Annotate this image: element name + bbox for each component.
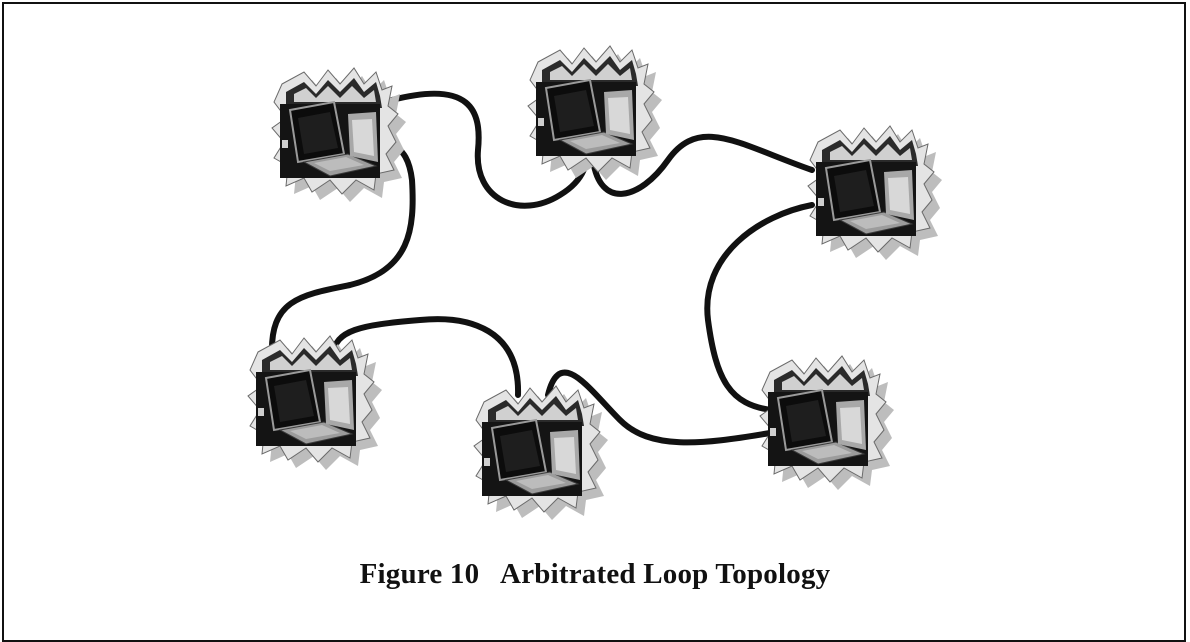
laptop-computer-icon [807, 125, 943, 261]
loop-cables [268, 90, 815, 446]
node-1 [271, 67, 407, 203]
node-2 [527, 45, 663, 181]
cable-4-1 [268, 142, 416, 358]
laptop-computer-icon [247, 335, 383, 471]
figure-caption: Figure 10 Arbitrated Loop Topology [359, 558, 831, 590]
node-3 [807, 125, 943, 261]
laptop-computer-icon [473, 385, 609, 521]
laptop-computer-icon [759, 355, 895, 491]
laptop-computer-icon [271, 67, 407, 203]
laptop-computer-icon [527, 45, 663, 181]
cable-3-6 [704, 202, 815, 413]
cable-6-5 [545, 369, 773, 446]
cable-1-2 [389, 90, 590, 209]
node-6 [759, 355, 895, 491]
cable-5-4 [330, 316, 522, 398]
node-5 [473, 385, 609, 521]
node-4 [247, 335, 383, 471]
cable-2-3 [590, 133, 815, 197]
